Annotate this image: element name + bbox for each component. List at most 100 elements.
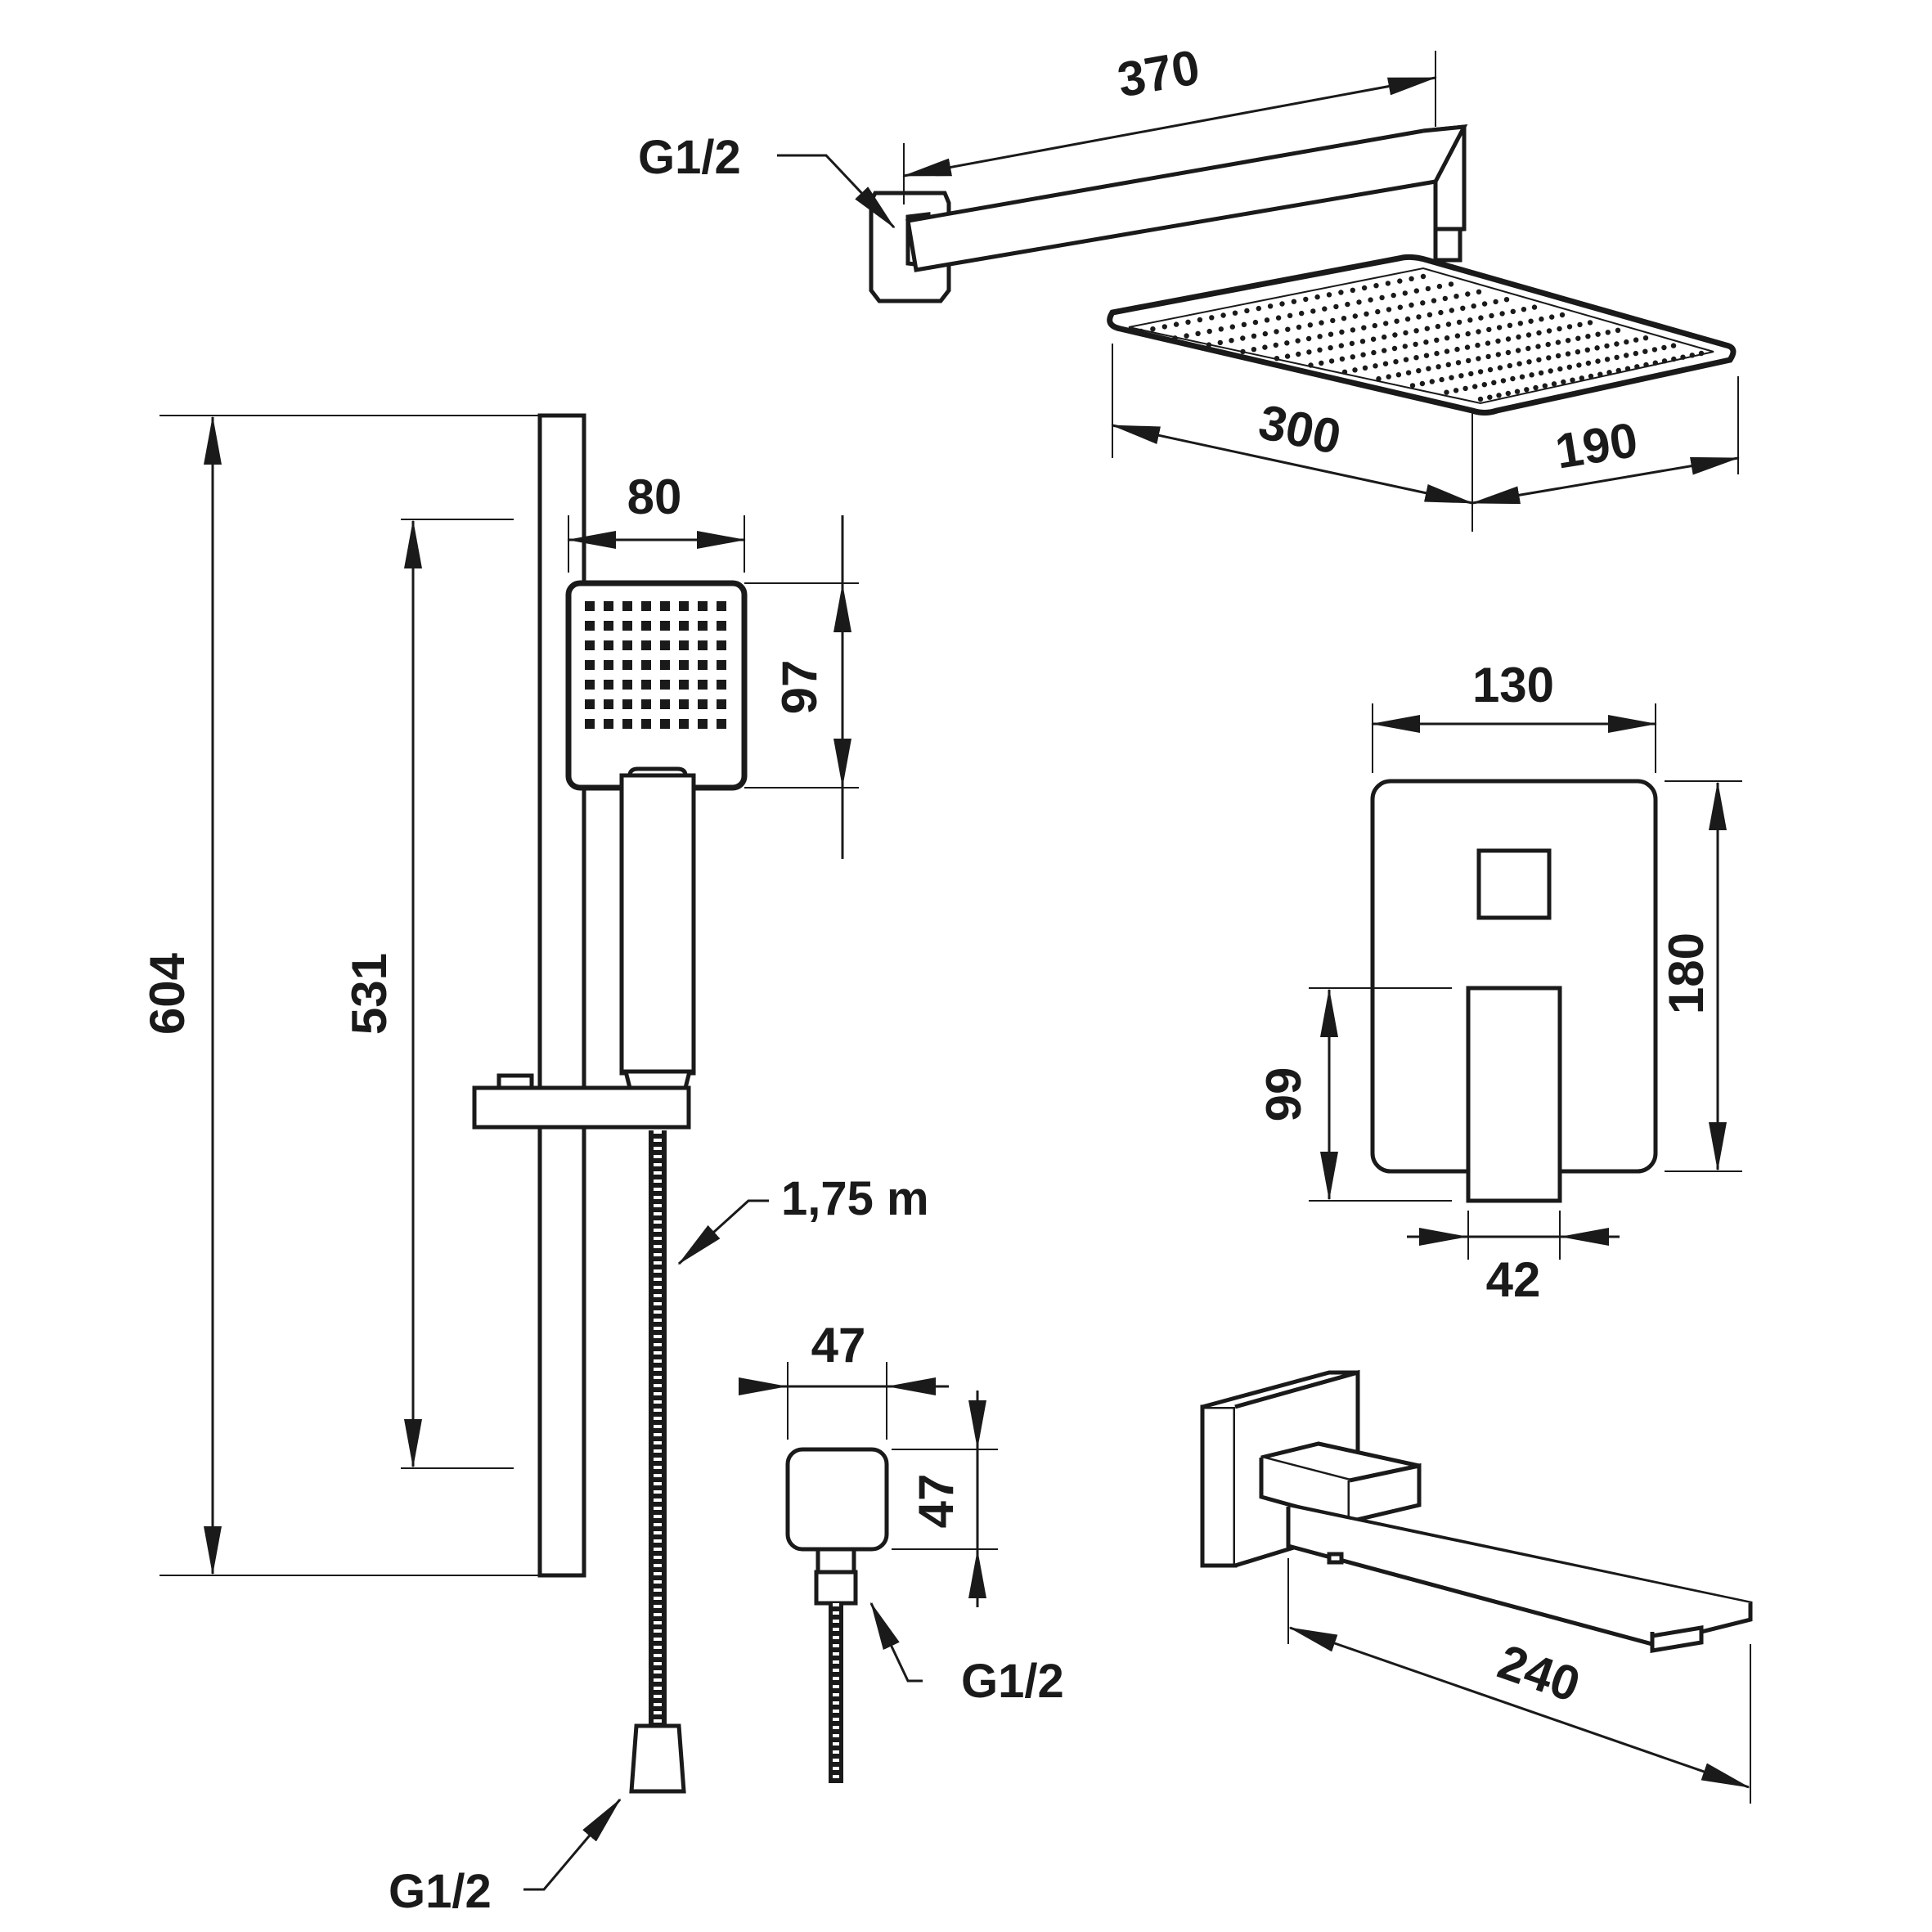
rain-nozzle (1455, 360, 1462, 366)
rain-nozzle (1661, 358, 1668, 364)
rain-head-nozzles (1138, 273, 1705, 402)
rain-nozzle (1517, 321, 1524, 326)
rain-nozzle (1466, 357, 1471, 364)
rain-nozzle (1359, 339, 1366, 344)
arm-thread-label: G1/2 (638, 131, 741, 184)
hand-nozzle (604, 660, 613, 670)
rain-nozzle (1350, 327, 1356, 333)
rain-nozzle (1614, 354, 1620, 361)
rain-nozzle (1570, 377, 1575, 383)
rain-nozzle (1465, 330, 1471, 337)
rain-nozzle (1444, 389, 1449, 395)
rain-nozzle (1267, 303, 1274, 309)
rain-nozzle (1467, 317, 1473, 323)
callout-leaders (523, 154, 923, 1891)
rain-nozzle (1397, 304, 1404, 310)
rain-nozzle (1449, 375, 1454, 380)
hand-nozzle (698, 680, 708, 690)
dim-label-370: 370 (1113, 39, 1203, 107)
rain-nozzle (1464, 344, 1471, 350)
rain-nozzle (1529, 372, 1534, 378)
rain-nozzle (1262, 344, 1268, 350)
dim-label-300: 300 (1254, 394, 1346, 465)
hand-nozzle (585, 680, 595, 690)
rain-nozzle (1584, 347, 1591, 353)
rain-nozzle (1284, 353, 1291, 359)
rain-nozzle (1402, 344, 1409, 349)
rain-nozzle (1206, 342, 1212, 348)
rain-nozzle (1453, 388, 1459, 393)
dim-label-97: 97 (772, 660, 827, 715)
rain-nozzle (1477, 396, 1484, 402)
hand-nozzle (660, 640, 670, 650)
hand-nozzle (622, 699, 632, 709)
rain-nozzle (1546, 328, 1552, 334)
rain-nozzle (1561, 379, 1566, 385)
rain-nozzle (1496, 393, 1502, 398)
rain-nozzle (1341, 316, 1347, 321)
hand-nozzle (585, 719, 595, 729)
rain-nozzle (1382, 334, 1387, 340)
rain-nozzle (1364, 311, 1369, 317)
rain-nozzle (1652, 360, 1659, 366)
rain-nozzle (1491, 380, 1497, 385)
rain-nozzle (1307, 322, 1314, 328)
rain-nozzle (1489, 312, 1494, 319)
hand-nozzle (604, 640, 613, 650)
hand-shower-nozzles (585, 601, 726, 729)
rain-shower-head (1107, 254, 1739, 532)
rain-nozzle (1262, 330, 1269, 337)
rain-nozzle (1436, 364, 1441, 370)
rain-nozzle (1419, 380, 1426, 387)
rain-nozzle (1505, 349, 1512, 356)
rain-nozzle (1240, 348, 1246, 355)
rain-nozzle (1444, 348, 1450, 354)
rain-nozzle (1274, 356, 1280, 362)
rain-nozzle (1195, 330, 1201, 336)
rain-nozzle (1533, 384, 1539, 391)
dim-label-99: 99 (1256, 1067, 1311, 1122)
rain-nozzle (1173, 321, 1179, 327)
hand-nozzle (679, 719, 689, 729)
hand-nozzle (717, 640, 726, 650)
hand-nozzle (604, 680, 613, 690)
hand-nozzle (585, 699, 595, 709)
hand-nozzle (641, 640, 651, 650)
rain-nozzle (1373, 283, 1379, 289)
rain-nozzle (1624, 353, 1629, 358)
rain-nozzle (1409, 276, 1414, 281)
rain-nozzle (1361, 285, 1368, 291)
rain-nozzle (1197, 317, 1203, 323)
rain-nozzle (1350, 287, 1356, 293)
hand-nozzle (698, 660, 708, 670)
rain-nozzle (1633, 337, 1639, 343)
rain-nozzle (1671, 356, 1677, 362)
rain-nozzle (1549, 314, 1555, 320)
rain-nozzle (1435, 323, 1441, 330)
dim-label-180: 180 (1659, 932, 1714, 1014)
dim-label-240: 240 (1491, 1634, 1586, 1713)
hand-nozzle (585, 621, 595, 631)
rain-nozzle (1328, 358, 1335, 364)
rain-nozzle (1296, 351, 1301, 357)
hand-nozzle (660, 699, 670, 709)
rain-nozzle (1229, 338, 1234, 344)
rain-nozzle (1350, 354, 1356, 360)
hand-nozzle (660, 660, 670, 670)
rain-nozzle (1405, 370, 1412, 375)
dim-label-531: 531 (342, 953, 397, 1035)
rain-nozzle (1413, 341, 1418, 348)
rain-nozzle (1594, 345, 1600, 351)
dim-label-604: 604 (140, 952, 195, 1035)
rain-nozzle (1206, 328, 1212, 335)
rain-nozzle (1296, 324, 1302, 330)
rain-nozzle (1487, 394, 1493, 400)
rain-nozzle (1361, 325, 1367, 330)
rain-nozzle (1454, 333, 1461, 339)
rain-nozzle (1393, 359, 1399, 365)
rain-nozzle (1486, 326, 1492, 333)
rain-nozzle (1555, 353, 1561, 359)
rain-nozzle (1449, 308, 1455, 313)
rain-nozzle (1185, 319, 1191, 325)
hand-nozzle (717, 719, 726, 729)
